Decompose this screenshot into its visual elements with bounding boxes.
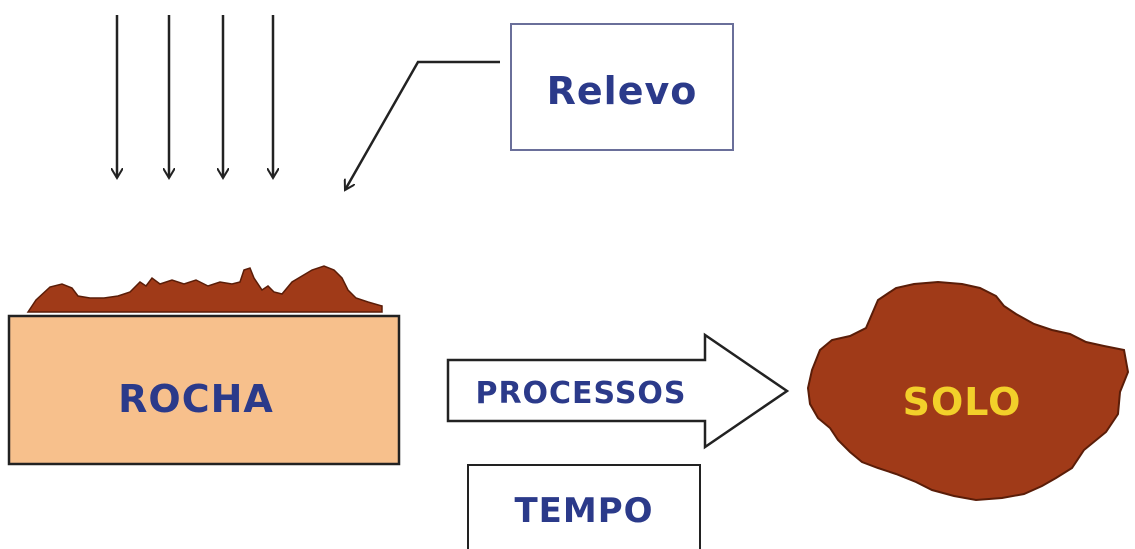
solo-label: SOLO [903, 380, 1022, 424]
rock-relief [26, 265, 383, 313]
relevo-connector-arrow [345, 60, 500, 190]
rocha-label: ROCHA [118, 377, 274, 421]
rocha-block [7, 314, 401, 466]
tempo-box [467, 464, 701, 549]
processos-arrow [446, 332, 790, 450]
relevo-label: Relevo [547, 69, 698, 113]
processos-label: PROCESSOS [475, 376, 686, 411]
solo-blob [806, 280, 1130, 502]
climate-arrows [117, 15, 273, 178]
relevo-box [510, 23, 734, 151]
tempo-label: TEMPO [514, 491, 653, 531]
